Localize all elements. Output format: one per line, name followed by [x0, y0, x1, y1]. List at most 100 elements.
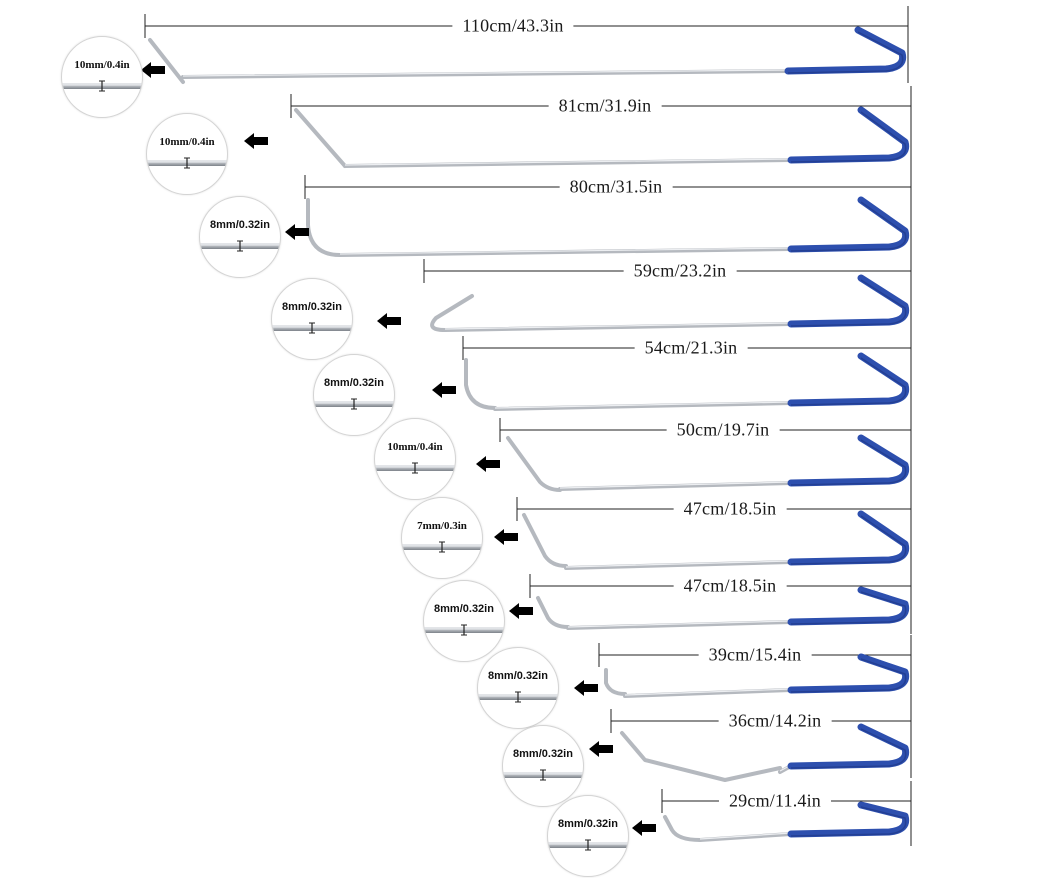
- diameter-label-10: 8mm/0.32in: [513, 748, 573, 760]
- tip-zoom-circle-4: 8mm/0.32in: [271, 278, 353, 360]
- rod-shaft-highlight-3: [339, 247, 792, 255]
- diameter-label-11: 8mm/0.32in: [558, 818, 618, 830]
- left-arrow-icon: [476, 456, 500, 472]
- rod-6: [499, 410, 912, 495]
- rod-tip-5: [464, 358, 497, 410]
- rod-tip-6: [506, 436, 562, 492]
- diameter-label-7: 7mm/0.3in: [417, 520, 467, 532]
- left-arrow-icon: [632, 820, 656, 836]
- rod-tip-3: [306, 198, 342, 257]
- rod-tip-9: [604, 668, 627, 696]
- rod-1: [144, 6, 909, 84]
- rod-handle-4: [787, 274, 910, 328]
- rod-cross-section-6: [375, 462, 455, 474]
- diameter-label-1: 10mm/0.4in: [74, 59, 130, 71]
- length-label-10: 36cm/14.2in: [718, 710, 832, 732]
- rod-cross-section-10: [503, 769, 583, 781]
- rod-9: [598, 635, 912, 702]
- left-arrow-icon: [244, 133, 268, 149]
- rod-shaft-highlight-5: [494, 401, 792, 409]
- rod-handle-shade-11: [790, 806, 907, 837]
- diameter-label-5: 8mm/0.32in: [324, 377, 384, 389]
- rod-shaft-highlight-11: [699, 832, 792, 840]
- tip-zoom-circle-7: 7mm/0.3in: [401, 497, 483, 579]
- left-arrow-icon: [494, 529, 518, 545]
- rod-shaft-highlight-8: [567, 620, 792, 628]
- rod-handle-shade-7: [790, 515, 907, 565]
- rod-shaft-highlight-9: [624, 688, 792, 696]
- rod-cross-section-4: [272, 322, 352, 334]
- rod-cross-section-5: [314, 398, 394, 410]
- tip-zoom-circle-3: 8mm/0.32in: [199, 196, 281, 278]
- rod-cross-section-7: [402, 541, 482, 553]
- tip-zoom-circle-9: 8mm/0.32in: [477, 647, 559, 729]
- left-arrow-icon: [574, 680, 598, 696]
- rod-handle-shade-9: [790, 658, 907, 693]
- rod-cross-section-11: [548, 839, 628, 851]
- rod-handle-shade-10: [790, 728, 907, 769]
- rod-tip-1: [148, 38, 185, 84]
- left-arrow-icon: [377, 313, 401, 329]
- rod-shaft-4: [443, 322, 793, 332]
- rod-cross-section-9: [478, 691, 558, 703]
- length-label-6: 50cm/19.7in: [666, 419, 780, 441]
- rod-handle-11: [787, 801, 910, 838]
- rod-handle-7: [787, 510, 910, 566]
- rod-shaft-1: [181, 69, 790, 79]
- rod-shaft-6: [558, 481, 793, 491]
- diameter-label-2: 10mm/0.4in: [159, 136, 215, 148]
- tip-zoom-circle-6: 10mm/0.4in: [374, 418, 456, 500]
- rod-shaft-highlight-6: [559, 481, 792, 489]
- diameter-label-8: 8mm/0.32in: [434, 603, 494, 615]
- rod-handle-1: [784, 26, 907, 75]
- rod-handle-shade-4: [790, 279, 907, 327]
- length-label-2: 81cm/31.9in: [548, 95, 662, 117]
- rod-shaft-8: [566, 620, 793, 630]
- rod-shaft-highlight-2: [344, 158, 792, 166]
- rod-shaft-7: [564, 560, 793, 570]
- rod-handle-6: [787, 434, 910, 487]
- diameter-label-9: 8mm/0.32in: [488, 670, 548, 682]
- length-label-8: 47cm/18.5in: [673, 575, 787, 597]
- tip-zoom-circle-5: 8mm/0.32in: [313, 354, 395, 436]
- left-arrow-icon: [141, 62, 165, 78]
- diameter-label-4: 8mm/0.32in: [282, 301, 342, 313]
- tip-zoom-circle-8: 8mm/0.32in: [423, 580, 505, 662]
- rod-handle-shade-8: [790, 591, 907, 625]
- rod-tip-11: [663, 815, 702, 842]
- length-label-1: 110cm/43.3in: [452, 15, 574, 37]
- rod-shaft-2: [343, 158, 793, 168]
- rod-handle-5: [787, 352, 910, 407]
- diameter-label-3: 8mm/0.32in: [210, 219, 270, 231]
- rod-handle-shade-3: [790, 201, 907, 252]
- rod-handle-shade-2: [790, 111, 907, 163]
- rod-handle-8: [787, 586, 910, 626]
- rod-cross-section-1: [62, 80, 142, 92]
- rod-shaft-5: [493, 401, 793, 411]
- rod-tip-10: [620, 731, 782, 782]
- rod-11: [661, 781, 912, 846]
- rod-handle-10: [787, 723, 910, 770]
- tip-zoom-circle-1: 10mm/0.4in: [61, 36, 143, 118]
- tip-zoom-circle-2: 10mm/0.4in: [146, 113, 228, 195]
- length-label-3: 80cm/31.5in: [559, 176, 673, 198]
- rod-shaft-highlight-7: [565, 560, 792, 568]
- rod-shaft-highlight-1: [182, 69, 789, 77]
- rod-shaft-3: [338, 247, 793, 257]
- rod-cross-section-3: [200, 240, 280, 252]
- left-arrow-icon: [589, 741, 613, 757]
- rod-tip-8: [536, 596, 570, 629]
- diameter-label-6: 10mm/0.4in: [387, 441, 443, 453]
- tip-zoom-circle-10: 8mm/0.32in: [502, 725, 584, 807]
- length-label-4: 59cm/23.2in: [623, 260, 737, 282]
- left-arrow-icon: [509, 603, 533, 619]
- length-label-11: 29cm/11.4in: [718, 790, 832, 812]
- rod-7: [516, 489, 912, 574]
- rod-shaft-11: [698, 832, 793, 842]
- tip-zoom-circle-11: 8mm/0.32in: [547, 795, 629, 877]
- length-label-7: 47cm/18.5in: [673, 498, 787, 520]
- length-label-5: 54cm/21.3in: [634, 337, 748, 359]
- rod-handle-shade-6: [790, 439, 907, 486]
- rod-cross-section-2: [147, 157, 227, 169]
